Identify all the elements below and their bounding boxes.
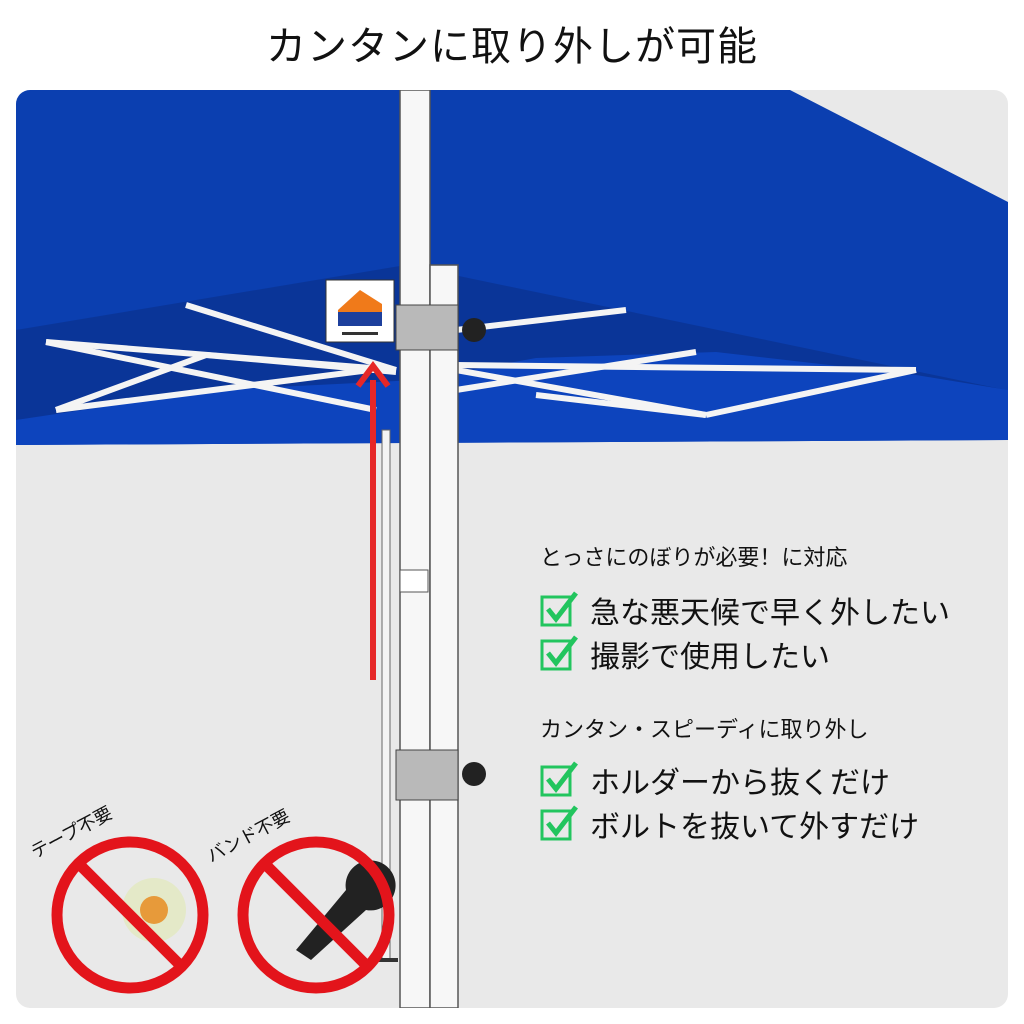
section2-heading: カンタン・スピーディに取り外し bbox=[540, 718, 869, 743]
item-text: 急な悪天候で早く外したい bbox=[590, 596, 950, 631]
checkbox-checked-icon bbox=[540, 635, 578, 671]
checkbox-checked-icon bbox=[540, 761, 578, 797]
product-illustration bbox=[16, 90, 1008, 1008]
list-item: ホルダーから抜くだけ bbox=[540, 758, 890, 802]
tent-illustration bbox=[16, 90, 1008, 1008]
holder-lower bbox=[395, 749, 459, 801]
outer-pole bbox=[429, 264, 459, 1008]
checkbox-checked-icon bbox=[540, 591, 578, 627]
inner-pole bbox=[399, 90, 431, 1008]
list-item: 急な悪天候で早く外したい bbox=[540, 588, 950, 632]
frame-struts bbox=[45, 302, 917, 418]
item-text: 撮影で使用したい bbox=[590, 640, 830, 675]
holder-upper bbox=[395, 304, 459, 351]
page-title: カンタンに取り外しが可能 bbox=[266, 24, 758, 70]
checkbox-checked-icon bbox=[540, 805, 578, 841]
item-text: ホルダーから抜くだけ bbox=[590, 766, 890, 801]
list-item: ボルトを抜いて外すだけ bbox=[540, 802, 919, 846]
no-band-sign bbox=[237, 836, 396, 994]
no-tape-sign bbox=[51, 836, 209, 994]
list-item: 撮影で使用したい bbox=[540, 632, 830, 676]
item-text: ボルトを抜いて外すだけ bbox=[590, 810, 920, 845]
section1-heading: とっさにのぼりが必要！に対応 bbox=[540, 546, 848, 571]
